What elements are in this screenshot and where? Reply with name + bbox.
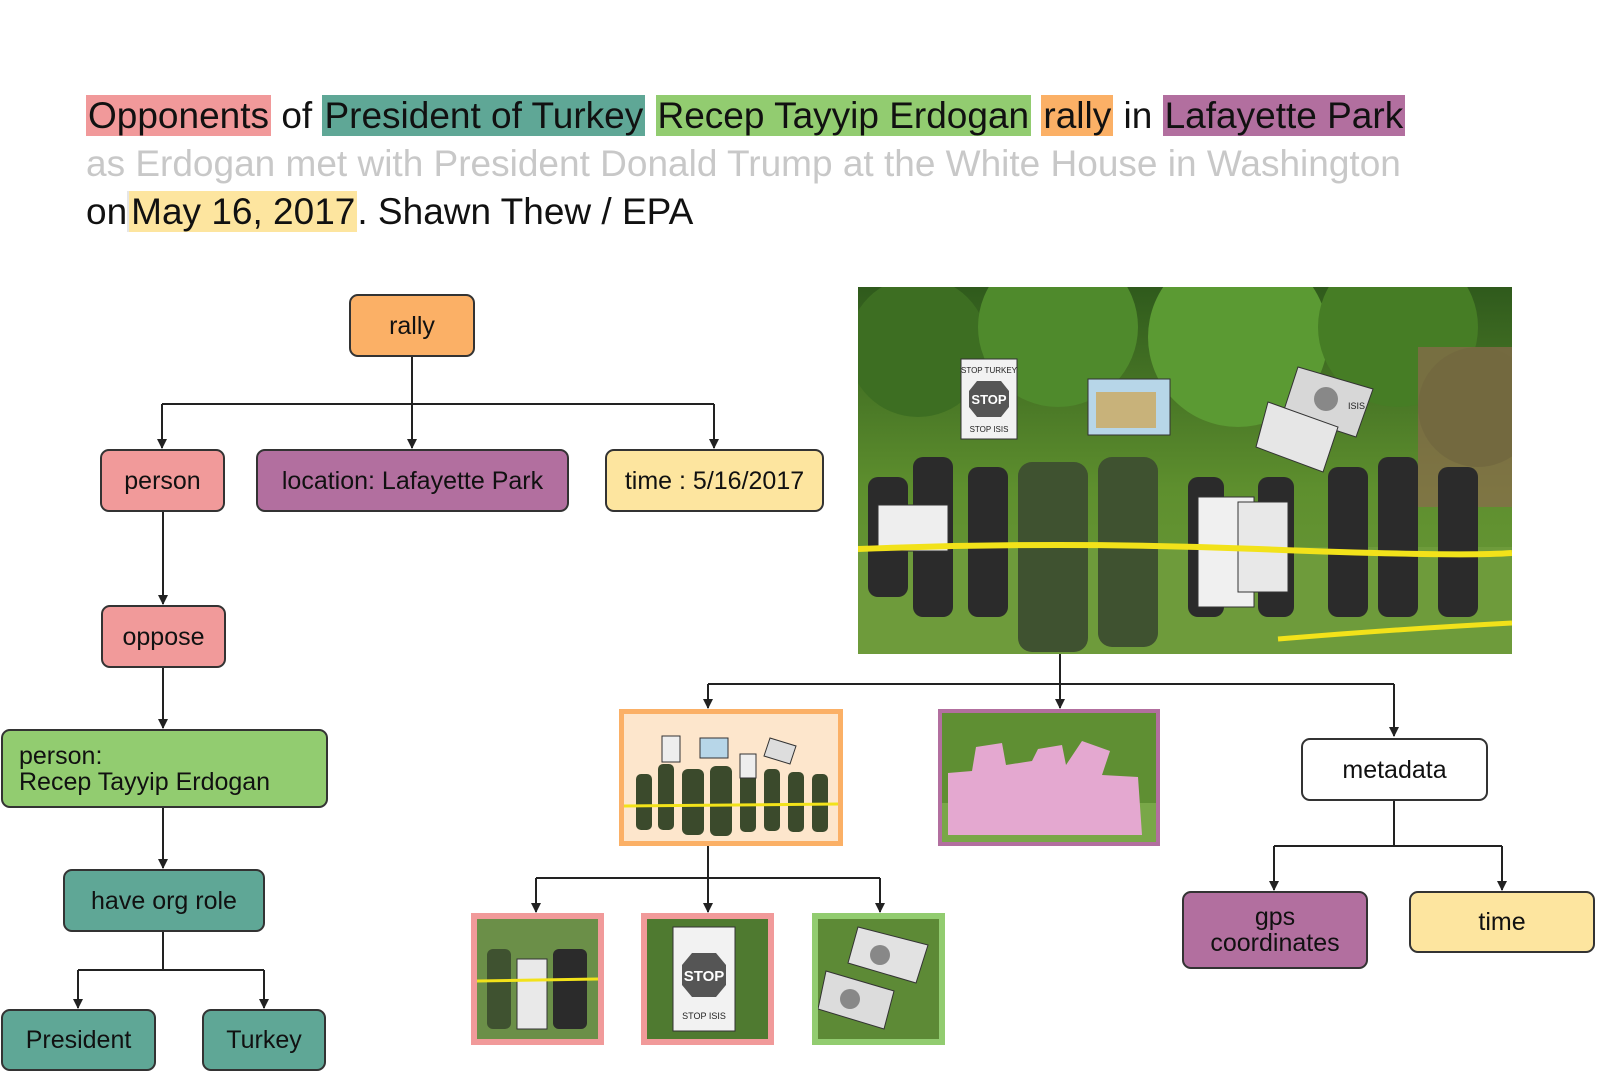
node-gps-line1: gps (1254, 903, 1296, 931)
crop-rally (619, 709, 843, 846)
node-president: President (1, 1009, 156, 1071)
caption-rally: rally (1041, 95, 1114, 136)
node-location: location: Lafayette Park (256, 449, 569, 512)
caption-credit: . Shawn Thew / EPA (357, 191, 694, 232)
node-metadata: metadata (1301, 738, 1488, 801)
caption-line-2: as Erdogan met with President Donald Tru… (86, 143, 1401, 184)
node-person-erdogan-type: person: (19, 741, 103, 770)
crop-rally-image (624, 714, 838, 841)
node-turkey: Turkey (202, 1009, 326, 1071)
crop-erdogan-sign-image (818, 919, 939, 1039)
svg-text:STOP: STOP (971, 392, 1006, 407)
crop-stop-sign-image: STOP STOP ISIS (647, 919, 768, 1039)
caption-opponents: Opponents (86, 95, 272, 136)
caption-date: May 16, 2017 (129, 191, 358, 232)
node-gps-coordinates: gps coordinates (1182, 891, 1368, 969)
node-gps-line2: coordinates (1210, 929, 1340, 957)
stop-sign: STOP TURKEY STOP STOP ISIS (960, 358, 1018, 440)
caption-lafayette-park: Lafayette Park (1162, 95, 1406, 136)
caption-president-of-turkey: President of Turkey (322, 95, 646, 136)
crop-erdogan-sign (812, 913, 945, 1045)
svg-text:STOP TURKEY: STOP TURKEY (961, 366, 1018, 375)
crop-person-1 (471, 913, 604, 1045)
protest-photo-illustration: STOP TURKEY STOP STOP ISIS ISIS (858, 287, 1512, 654)
svg-text:STOP ISIS: STOP ISIS (682, 1011, 726, 1021)
node-time: time : 5/16/2017 (605, 449, 824, 512)
node-person: person (100, 449, 225, 512)
node-person-erdogan-name: Recep Tayyip Erdogan (19, 767, 271, 796)
caption-in: in (1123, 95, 1153, 136)
crop-segmentation (938, 709, 1160, 846)
caption: Opponents of President of Turkey Recep T… (86, 92, 1406, 236)
node-rally: rally (349, 294, 475, 357)
svg-text:STOP ISIS: STOP ISIS (970, 425, 1009, 434)
svg-text:ISIS: ISIS (1348, 401, 1365, 411)
caption-line-1: Opponents of President of Turkey Recep T… (86, 92, 1406, 140)
node-have-org-role: have org role (63, 869, 265, 932)
crop-segmentation-image (942, 713, 1156, 842)
node-oppose: oppose (101, 605, 226, 668)
svg-text:STOP: STOP (684, 968, 725, 985)
node-person-erdogan: person: Recep Tayyip Erdogan (1, 729, 328, 808)
caption-on: on (86, 191, 128, 232)
crop-person-1-image (477, 919, 598, 1039)
caption-erdogan: Recep Tayyip Erdogan (655, 95, 1032, 136)
crop-stop-sign: STOP STOP ISIS (641, 913, 774, 1045)
node-image-time: time (1409, 891, 1595, 953)
caption-of: of (281, 95, 313, 136)
protest-photo: STOP TURKEY STOP STOP ISIS ISIS (858, 287, 1512, 654)
